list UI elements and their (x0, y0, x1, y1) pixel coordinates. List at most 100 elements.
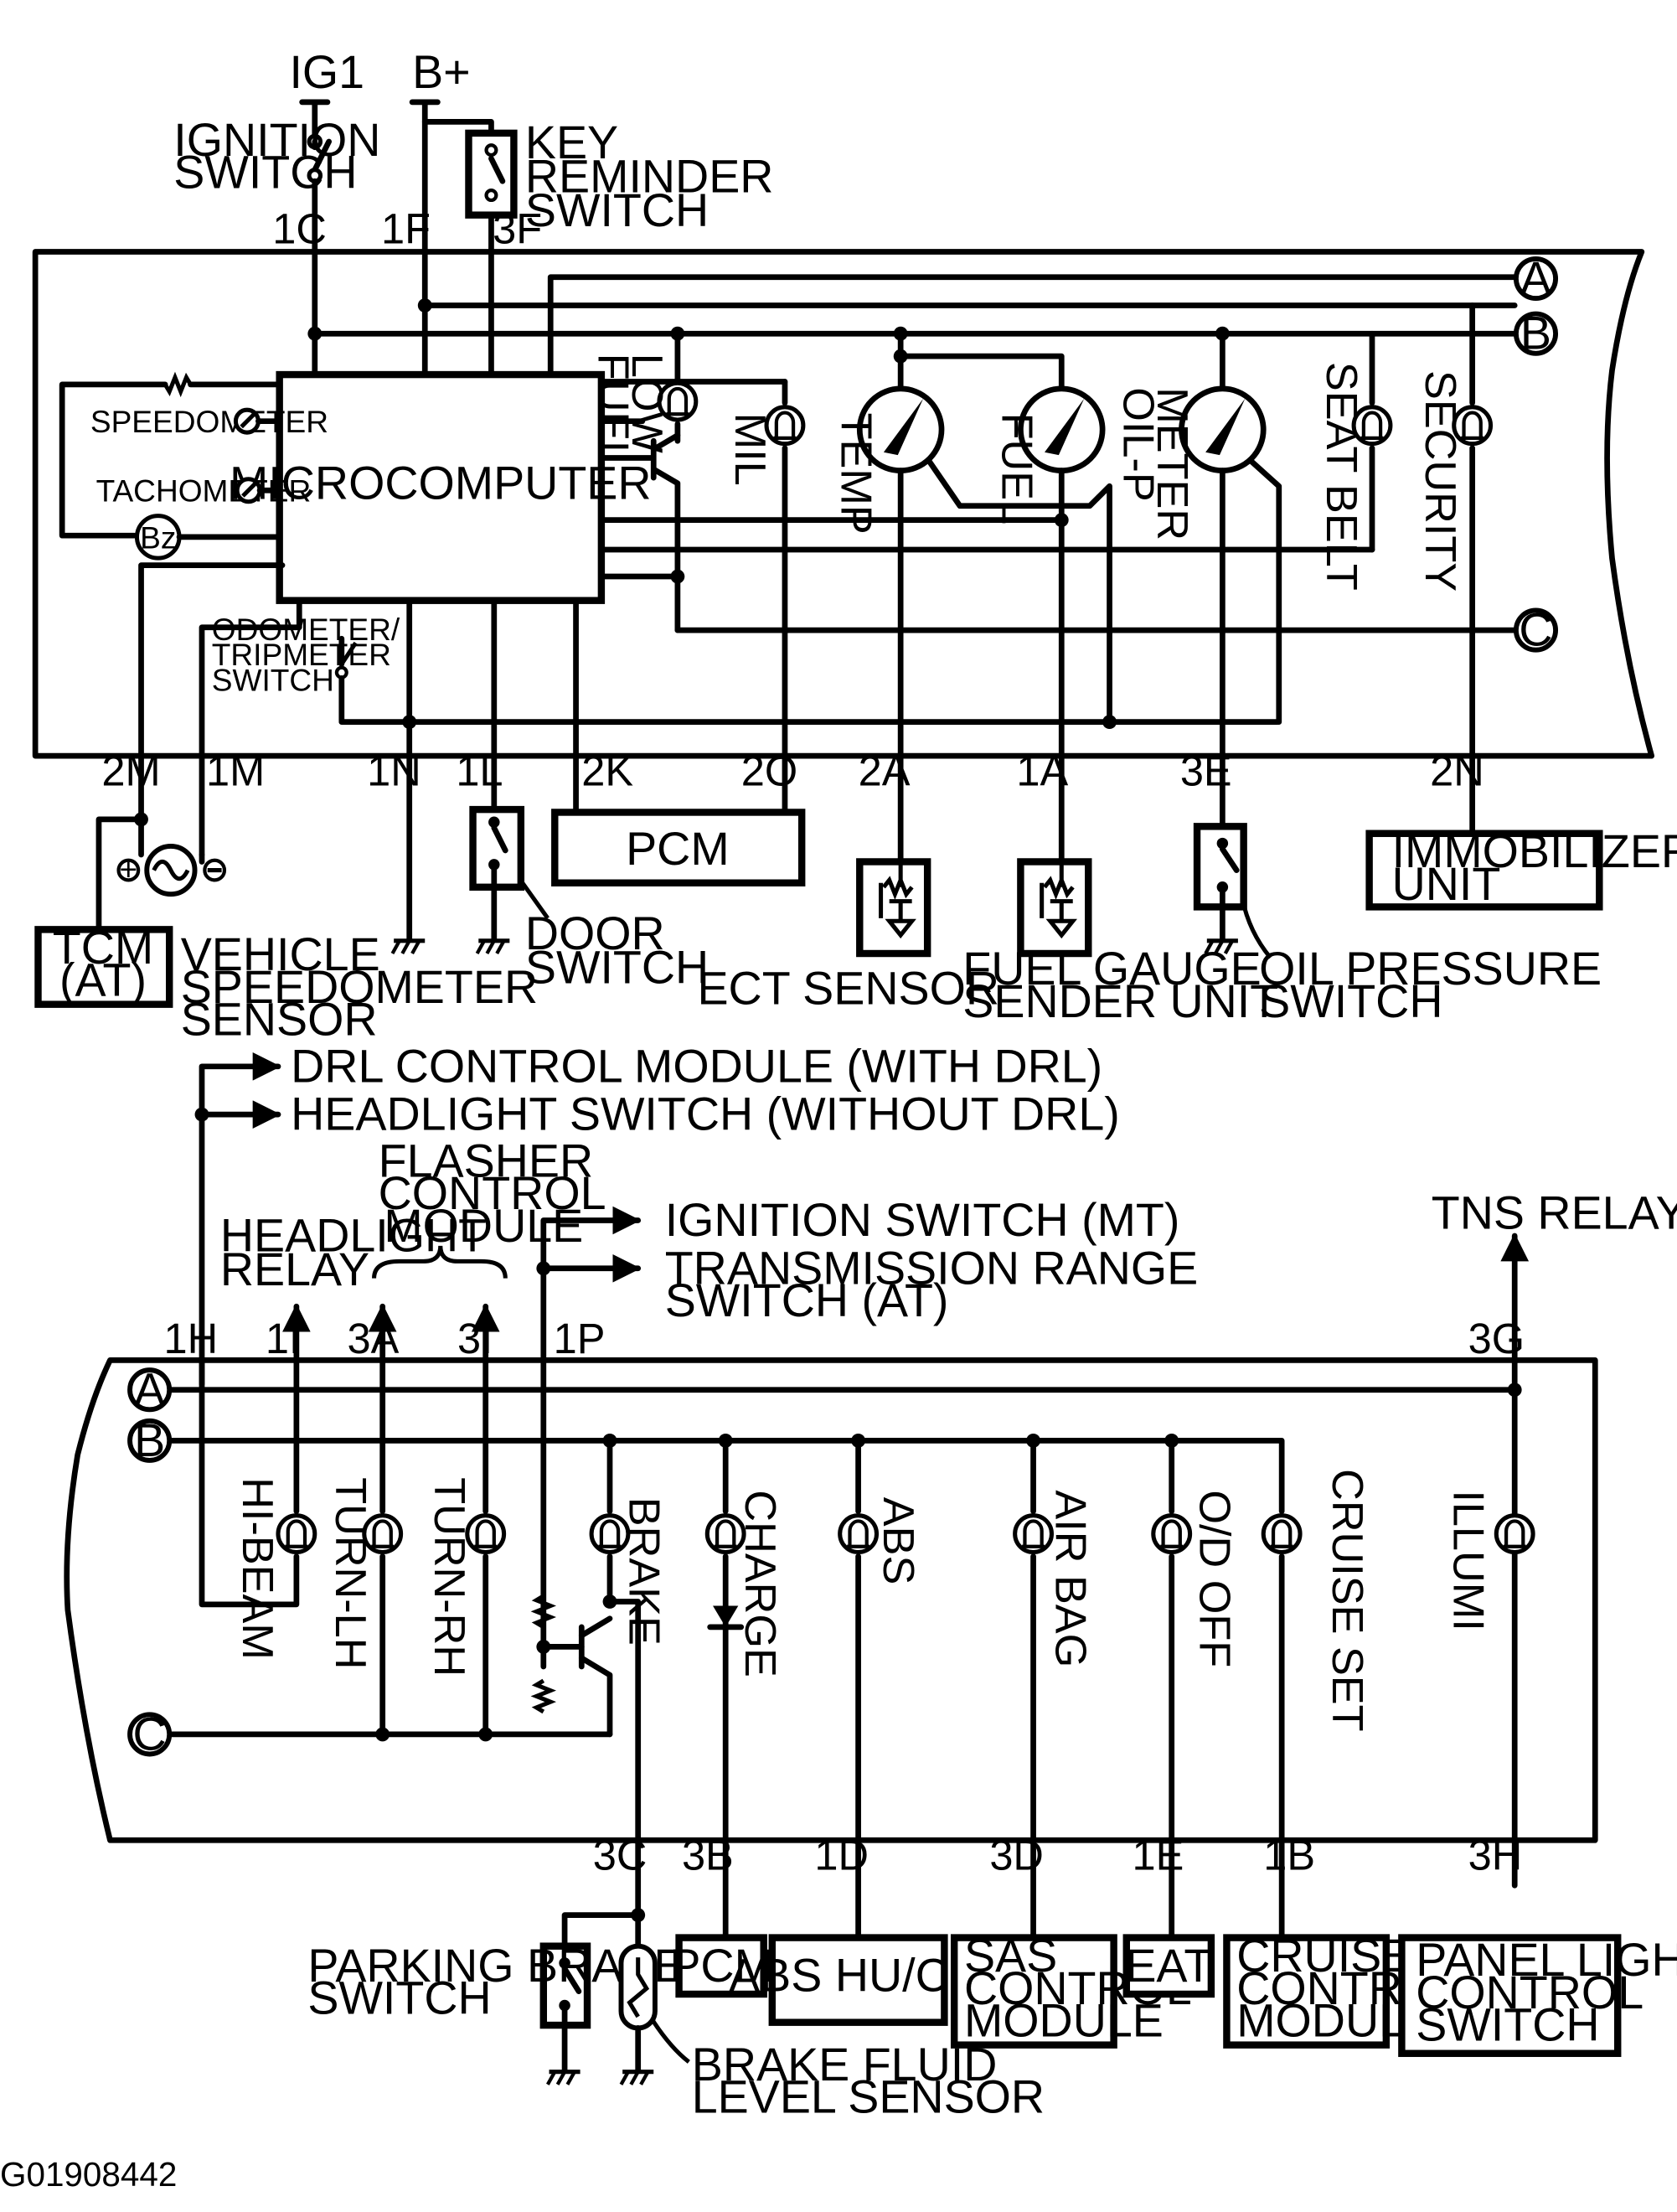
connector-c-bottom: C (127, 1708, 173, 1760)
connector-c-top: C (1513, 604, 1559, 656)
connector-b-top: B (1513, 308, 1559, 359)
key-reminder-switch: KEY REMINDER SWITCH (421, 116, 774, 255)
drl-label: DRL CONTROL MODULE (WITH DRL) (291, 1040, 1102, 1092)
ect-sensor-label: ECT SENSOR (697, 963, 999, 1015)
cluster-outline-bottom (64, 1357, 1598, 1843)
pin-3b: 3B (682, 1832, 734, 1879)
vehicle-speedometer-sensor: + VEHICLE SPEEDOMETER SENSOR (116, 843, 538, 1046)
panel-light-label-3: SWITCH (1416, 1999, 1599, 2051)
abs-lamp (840, 1516, 877, 1553)
eat-label: EAT (1125, 1940, 1212, 1992)
parking-brake-label-2: SWITCH (307, 1972, 491, 2024)
sas-label-1: SAS (964, 1930, 1057, 1982)
pin-2o: 2O (741, 747, 797, 794)
ground-1n (392, 941, 425, 954)
oil-pressure-switch: OIL PRESSURE SWITCH (1193, 823, 1602, 1027)
headlight-relay-label-2: RELAY (220, 1243, 369, 1295)
pin-2a: 2A (859, 747, 911, 794)
fuel-gauge-sender-unit: FUEL GAUGE SENDER UNIT (962, 858, 1278, 1027)
odometer-tripmeter-switch: ODOMETER/ TRIPMETER SWITCH (212, 612, 400, 724)
connector-b-bottom-label: B (134, 1414, 165, 1466)
od-off-lamp (1153, 1516, 1190, 1553)
ground-door (477, 941, 510, 954)
oil-pressure-gauge (1179, 330, 1267, 830)
pin-3c: 3C (593, 1832, 648, 1879)
oil-p-label-2: METER (1148, 387, 1196, 540)
ig1-label: IG1 (289, 46, 364, 98)
immobilizer-unit: IMMOBILIZER UNIT (1365, 825, 1677, 911)
oil-switch-label-1: OIL PRESSURE (1259, 943, 1602, 995)
od-off-label: O/D OFF (1189, 1490, 1238, 1667)
ignition-switch: IGNITION SWITCH (173, 114, 380, 255)
door-switch-label-2: SWITCH (525, 941, 709, 993)
security-label: SECURITY (1416, 370, 1464, 592)
pin-1n: 1N (367, 747, 421, 794)
pin-2m: 2M (101, 747, 160, 794)
ignition-switch-label-1: IGNITION (173, 114, 380, 166)
pin-3a: 3A (348, 1315, 400, 1362)
flasher-label-2: CONTROL (379, 1167, 606, 1219)
fuel-sender-label-1: FUEL GAUGE (962, 943, 1261, 995)
speedometer: SPEEDOMETER (90, 404, 328, 439)
seat-belt-label: SEAT BELT (1317, 362, 1365, 591)
wire-drl (199, 1052, 281, 1388)
pin-1p: 1P (554, 1315, 606, 1362)
oil-switch-label-2: SWITCH (1259, 975, 1442, 1027)
brake-fluid-label-1: BRAKE FLUID (692, 2039, 998, 2091)
cruise-label-1: CRUISE (1236, 1930, 1412, 1982)
brake-fluid-label-2: LEVEL SENSOR (692, 2071, 1045, 2123)
bplus-terminal: B+ (409, 46, 471, 255)
pcm-bottom-label: PCM (669, 1940, 773, 1992)
immobilizer-label-1: IMMOBILIZER (1392, 825, 1677, 877)
tcm-label-2: (AT) (59, 954, 147, 1006)
cluster-outline-top (32, 249, 1655, 759)
connector-b-bottom: B (127, 1414, 173, 1466)
connector-a-bottom-label: A (134, 1363, 165, 1415)
eat: EAT (1122, 1934, 1215, 1998)
ignition-switch-label-2: SWITCH (173, 147, 357, 199)
turn-lh-label: TURN-LH (326, 1477, 374, 1669)
brake-transistor (530, 1594, 613, 1738)
tns-relay-label: TNS RELAY (1432, 1187, 1677, 1239)
key-reminder-label-1: KEY (525, 116, 618, 168)
tcm-at: TCM (AT) (34, 922, 173, 1008)
ign-mt-label: IGNITION SWITCH (MT) (665, 1194, 1180, 1246)
illumi-label: ILLUMI (1444, 1490, 1493, 1631)
key-reminder-label-3: SWITCH (525, 184, 709, 236)
fuel-label: FUEL (992, 413, 1040, 525)
key-reminder-label-2: REMINDER (525, 151, 774, 203)
pin-3e: 3E (1180, 747, 1232, 794)
door-switch: DOOR SWITCH (469, 805, 709, 993)
buzzer: Bz (134, 514, 182, 561)
svg-text:+: + (120, 851, 138, 886)
odometer-label-1: ODOMETER/ (212, 612, 400, 647)
tachometer: TACHOMETER (96, 473, 312, 509)
charge-label: CHARGE (735, 1490, 784, 1677)
vss-label-1: VEHICLE (181, 928, 380, 980)
panel-light-label-1: PANEL LIGHT (1416, 1934, 1677, 1986)
wire-3c (606, 1599, 642, 1981)
connector-b-top-label: B (1520, 308, 1551, 359)
wire-1m (199, 597, 302, 858)
microcomputer (276, 370, 606, 604)
connector-a-top-label: A (1520, 252, 1551, 304)
vss-label-3: SENSOR (181, 994, 378, 1046)
buzzer-label: Bz (140, 519, 176, 555)
fuel-low-label-2: LOW (622, 354, 671, 454)
fuel-low-label-1: FUEL (589, 354, 637, 466)
cruise-set-label: CRUISE SET (1323, 1469, 1371, 1731)
odometer-label-3: SWITCH (212, 663, 334, 698)
pin-3g: 3G (1468, 1315, 1525, 1362)
brake-label: BRAKE (620, 1497, 668, 1646)
pin-2n: 2N (1430, 747, 1484, 794)
oil-p-label-1: OIL-P (1113, 387, 1162, 501)
pin-2k: 2K (581, 747, 633, 794)
headlight-switch-label: HEADLIGHT SWITCH (WITHOUT DRL) (291, 1088, 1120, 1140)
connector-c-bottom-label: C (133, 1708, 167, 1760)
pin-1d: 1D (814, 1832, 869, 1879)
pin-1m: 1M (206, 747, 265, 794)
pin-1b: 1B (1263, 1832, 1315, 1879)
panel-light-label-2: CONTROL (1416, 1967, 1643, 2018)
connector-a-top: A (1513, 252, 1559, 304)
